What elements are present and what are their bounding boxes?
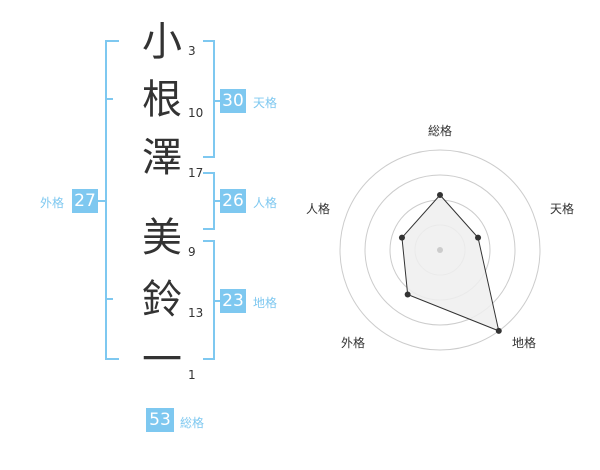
radar-point-4 [404, 291, 411, 298]
name-char-4: 美 [142, 215, 182, 261]
chikaku-label: 地格 [253, 296, 278, 310]
radar-axis-label-tenkaku: 天格 [550, 202, 575, 216]
stroke-count-5: 13 [188, 306, 204, 320]
radar-point-1 [437, 192, 443, 198]
radar-ring [339, 149, 541, 351]
name-char-1: 小 [142, 19, 182, 65]
jinkaku-value-badge: 26 [220, 189, 246, 213]
radar-axis-label-gaikaku: 外格 [341, 336, 366, 350]
stroke-count-2: 10 [188, 106, 204, 120]
soukaku-label: 総格 [180, 416, 205, 430]
stroke-count-1: 3 [188, 44, 196, 58]
radar-axis-label-soukaku: 総格 [428, 124, 453, 138]
radar-polygon [401, 194, 500, 332]
radar-axis-label-chikaku: 地格 [512, 336, 537, 350]
tenkaku-label: 天格 [253, 96, 278, 110]
soukaku-value-badge: 53 [146, 408, 174, 432]
chikaku-value-badge: 23 [220, 289, 246, 313]
radar-point-3 [495, 327, 502, 334]
name-char-2: 根 [142, 77, 182, 123]
radar-points [398, 192, 502, 334]
stroke-count-3: 17 [188, 166, 204, 180]
name-char-3: 澤 [142, 135, 182, 181]
stroke-count-6: 1 [188, 368, 196, 382]
name-char-6: 一 [142, 337, 182, 383]
gaikaku-label: 外格 [40, 196, 65, 210]
radar-center-dot [437, 247, 443, 253]
radar-axis-label-jinkaku: 人格 [306, 202, 331, 216]
name-char-5: 鈴 [142, 277, 182, 323]
tenkaku-value-badge: 30 [220, 89, 246, 113]
gaikaku-value-badge: 27 [72, 189, 98, 213]
jinkaku-label: 人格 [253, 196, 278, 210]
radar-ring [364, 174, 516, 326]
radar-point-2 [475, 234, 482, 241]
stroke-count-4: 9 [188, 245, 196, 259]
radar-point-5 [398, 234, 405, 241]
